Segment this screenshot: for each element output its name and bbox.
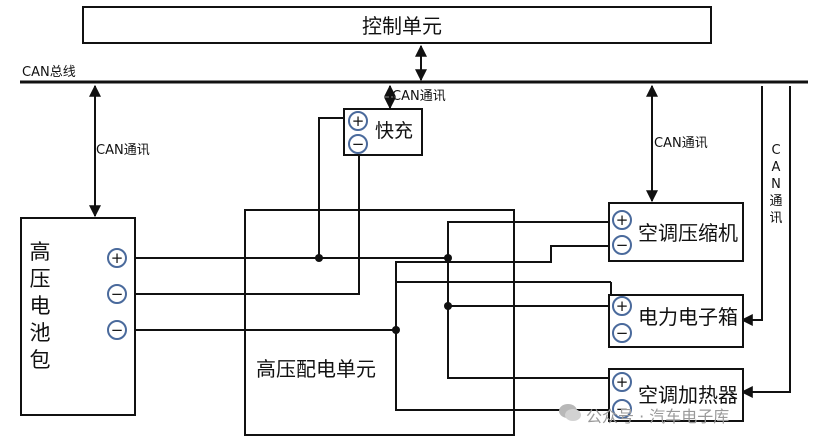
negative-to-compressor [395,245,612,411]
terminal-plus: + [107,248,127,268]
battery-pack-label: 高压电池包 [29,240,51,372]
terminal-minus: − [612,323,632,343]
fastcharge-plus-wire [318,117,344,258]
can-comm-label-center: CAN通讯 [392,89,446,104]
wechat-icon [559,404,581,421]
terminal-minus: − [348,134,368,154]
junction-dot [315,254,323,262]
junction-dot [444,302,452,310]
junction-dot [392,326,400,334]
junction-dot [444,254,452,262]
power-box: 电力电子箱 [608,294,744,348]
terminal-minus: − [107,284,127,304]
terminal-plus: + [612,372,632,392]
watermark-text: 公众号 · 汽车电子库 [586,407,730,426]
battery-pack-box: 高压电池包 [20,217,136,416]
pdu-box: 高压配电单元 [244,209,515,436]
positive-distribution [447,221,612,379]
control-unit-box: 控制单元 [82,6,712,44]
heater-can-arrow [740,86,791,398]
terminal-plus: + [612,210,632,230]
control-unit-label: 控制单元 [362,14,442,38]
power-box-label: 电力电子箱 [638,305,738,329]
terminal-minus: − [612,235,632,255]
terminal-plus: + [348,111,368,131]
can-comm-label-right: CAN通讯 [654,136,708,151]
terminal-minus: − [107,320,127,340]
powerbox-can-arrow [740,86,763,326]
ac-heater-label: 空调加热器 [638,383,738,407]
pdu-label: 高压配电单元 [256,357,376,381]
fastcharge-minus-wire [129,154,360,295]
can-comm-label-vertical: CAN通讯 [769,143,783,226]
fast-charge-label: 快充 [375,120,414,142]
terminal-plus: + [612,296,632,316]
ac-compressor-box: 空调压缩机 [608,202,744,262]
ac-compressor-label: 空调压缩机 [638,221,738,245]
can-comm-label-left: CAN通讯 [96,143,150,158]
terminal-minus: − [612,399,632,419]
can-bus-label: CAN总线 [22,65,76,80]
